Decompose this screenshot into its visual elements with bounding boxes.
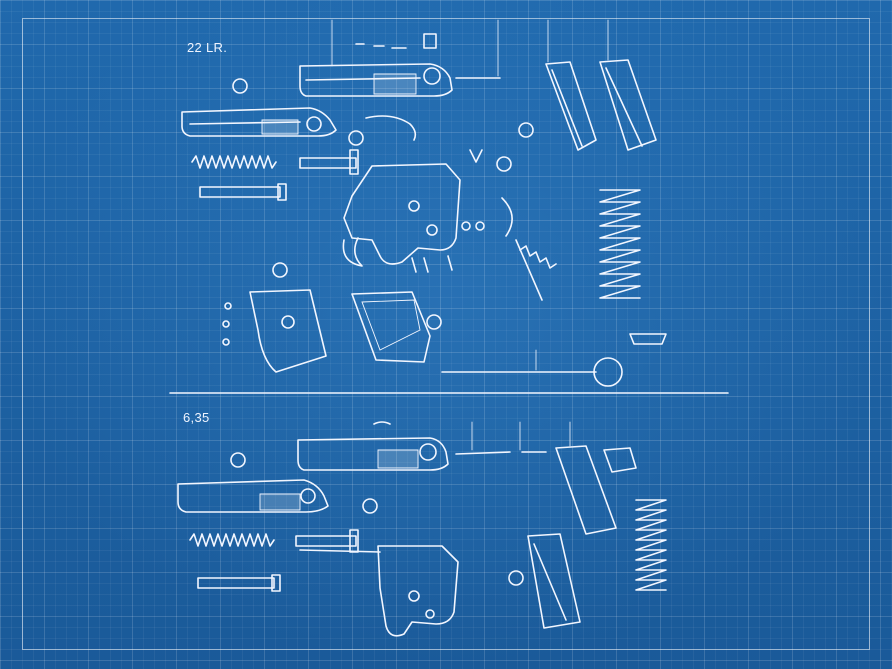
lower-magazine bbox=[528, 534, 580, 628]
lower-slide-left bbox=[178, 480, 328, 512]
lower-magazine-body bbox=[556, 446, 636, 534]
part-callouts bbox=[231, 20, 608, 585]
lower-barrel-parts bbox=[374, 422, 546, 454]
upper-magazine-left bbox=[546, 62, 596, 150]
lower-slide-top bbox=[298, 438, 448, 470]
lower-magazine-spring bbox=[636, 500, 666, 590]
upper-recoil-spring bbox=[192, 156, 276, 168]
lower-frame bbox=[296, 530, 458, 636]
caption-6-35: 6,35 bbox=[183, 410, 210, 425]
drawing-frame bbox=[22, 18, 870, 650]
upper-grip-screws bbox=[223, 303, 666, 345]
upper-magazine-spring bbox=[600, 190, 640, 298]
caption-22-lr: 22 LR. bbox=[187, 40, 228, 55]
upper-grip-right bbox=[352, 292, 430, 362]
upper-small-parts bbox=[356, 34, 556, 300]
upper-magazine-right bbox=[600, 60, 656, 150]
lower-recoil-spring bbox=[190, 534, 274, 546]
upper-cleaning-rod bbox=[442, 358, 622, 386]
upper-grip-left bbox=[250, 290, 326, 372]
lower-guide-rod bbox=[198, 575, 280, 591]
upper-frame bbox=[300, 150, 460, 266]
upper-slide-left bbox=[182, 108, 336, 136]
upper-slide-top bbox=[300, 64, 452, 96]
upper-guide-rod bbox=[200, 184, 286, 200]
